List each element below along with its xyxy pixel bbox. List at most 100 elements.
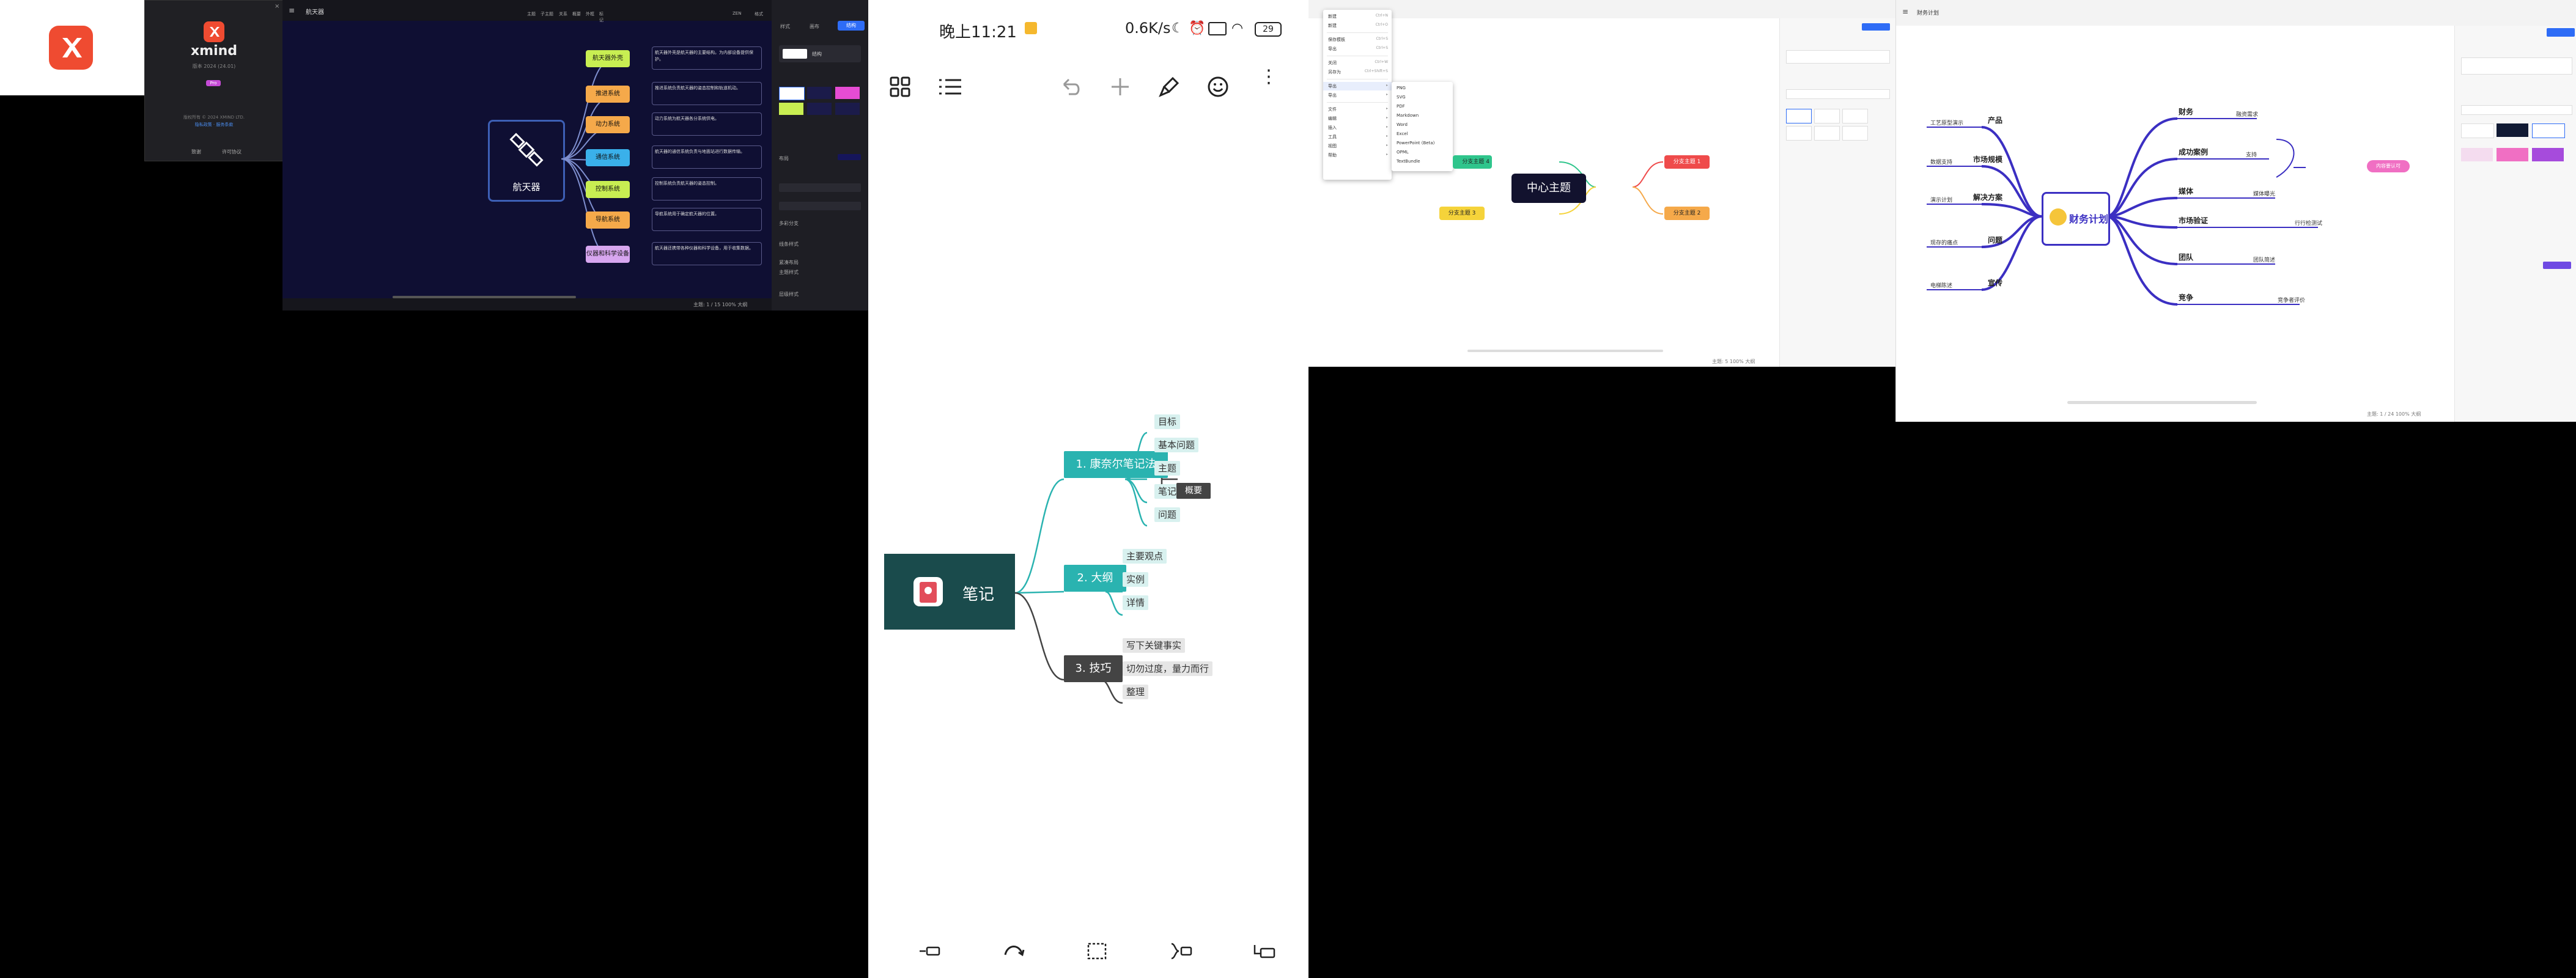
menu-icon[interactable]: ≡ [289, 6, 295, 15]
fin-swatch-4[interactable] [2461, 148, 2493, 161]
swatch-light-6[interactable] [1842, 126, 1868, 141]
finance-central-topic[interactable]: 财务计划 [2042, 192, 2110, 246]
toolbar-subtopic[interactable]: 子主题 [541, 12, 553, 17]
branch-topic[interactable]: 航天器外壳 [586, 50, 630, 67]
finance-right-topic[interactable]: 团队 [2179, 253, 2194, 262]
finance-right-subtopic[interactable]: 媒体曝光 [2253, 191, 2276, 197]
phone-subtopic[interactable]: 主要观点 [1123, 549, 1167, 564]
relationship-icon[interactable] [1002, 941, 1026, 961]
central-topic[interactable]: 航天器 [488, 120, 565, 202]
toolbar-zen[interactable]: ZEN [733, 11, 742, 16]
finance-color-theme[interactable] [2461, 105, 2572, 115]
menu-item[interactable]: 插入▸ [1323, 123, 1392, 132]
finance-right-topic[interactable]: 成功案例 [2179, 148, 2209, 156]
finance-right-subtopic[interactable]: 融资需求 [2236, 112, 2259, 118]
fin-swatch-2[interactable] [2497, 123, 2528, 137]
brush-icon[interactable] [1158, 76, 1180, 98]
swatch-light-2[interactable] [1814, 109, 1840, 123]
finance-left-subtopic[interactable]: 电梯陈述 [1930, 283, 1953, 289]
summary-icon[interactable] [1169, 941, 1194, 961]
finance-menu-icon[interactable]: ≡ [1902, 7, 1909, 16]
privacy-link[interactable]: 隐私政策 · 服务条款 [194, 122, 234, 127]
phone-subtopic[interactable]: 问题 [1154, 507, 1181, 522]
finance-right-topic[interactable]: 财务 [2179, 108, 2194, 116]
phone-branch-topic[interactable]: 3. 技巧 [1064, 655, 1123, 682]
finance-right-topic[interactable]: 竞争 [2179, 293, 2194, 302]
grid-icon[interactable] [889, 76, 911, 98]
emoji-icon[interactable] [1207, 76, 1229, 98]
swatch-5[interactable] [807, 103, 832, 115]
summary-topic[interactable]: 概要 [1176, 483, 1211, 499]
horizontal-scrollbar[interactable] [393, 296, 576, 298]
toolbar-relationship[interactable]: 关系 [559, 12, 567, 17]
finance-right-subtopic[interactable]: 行行检测试 [2295, 221, 2323, 227]
toolbar-marker[interactable]: 标记 [599, 12, 603, 23]
swatch-light-3[interactable] [1842, 109, 1868, 123]
toolbar-boundary[interactable]: 外框 [586, 12, 594, 17]
phone-subtopic[interactable]: 整理 [1123, 685, 1149, 699]
swatch-light-1[interactable] [1786, 109, 1812, 123]
phone-subtopic[interactable]: 实例 [1123, 572, 1149, 587]
fin-swatch-1[interactable] [2461, 123, 2494, 138]
phone-subtopic[interactable]: 写下关键事实 [1123, 638, 1186, 653]
finance-left-subtopic[interactable]: 演示计划 [1930, 197, 1953, 204]
finance-right-topic[interactable]: 媒体 [2179, 187, 2194, 196]
phone-branch-topic[interactable]: 2. 大纲 [1064, 565, 1126, 592]
branch-topic[interactable]: 动力系统 [586, 116, 630, 133]
export-menu-item[interactable]: OPML [1397, 150, 1409, 155]
export-menu-item[interactable]: Word [1397, 122, 1408, 127]
menu-item[interactable]: 视图▸ [1323, 142, 1392, 150]
checkbox-theme[interactable]: 主题样式 [779, 270, 799, 275]
license-link[interactable]: 许可协议 [222, 149, 242, 155]
boundary-icon[interactable] [1086, 941, 1108, 961]
branch-topic[interactable]: 仪器和科学设备 [586, 246, 630, 263]
insert-parent-icon[interactable] [1252, 941, 1277, 961]
branch-topic[interactable]: 推进系统 [586, 86, 630, 103]
add-icon[interactable] [1109, 76, 1131, 98]
finance-left-topic[interactable]: 问题 [1987, 236, 2002, 244]
fin-swatch-3[interactable] [2532, 123, 2565, 138]
font-select[interactable] [779, 183, 861, 192]
finance-right-subtopic[interactable]: 竞争者评价 [2278, 298, 2306, 304]
phone-central-topic[interactable]: 笔记 [884, 554, 1015, 630]
finance-right-topic[interactable]: 市场验证 [2179, 216, 2209, 225]
swatch-3[interactable] [835, 87, 860, 99]
branch-topic-3[interactable]: 分支主题 3 [1439, 207, 1485, 220]
menu-item[interactable]: 编辑▸ [1323, 114, 1392, 123]
swatch-1[interactable] [779, 87, 805, 100]
phone-subtopic[interactable]: 主题 [1154, 461, 1181, 476]
finance-right-subtopic[interactable]: 支持 [2246, 152, 2257, 158]
finance-left-topic[interactable]: 解决方案 [1973, 193, 2002, 202]
line-select[interactable] [779, 202, 861, 210]
finance-left-subtopic[interactable]: 数据支持 [1930, 160, 1953, 166]
color-theme-select[interactable] [1786, 89, 1890, 99]
structure-select-light[interactable] [1786, 50, 1890, 64]
undo-icon[interactable] [1060, 76, 1082, 98]
menu-item[interactable]: 导出▸ [1323, 82, 1392, 90]
export-menu-item[interactable]: Excel [1397, 131, 1408, 136]
menu-item[interactable]: 文件▸ [1323, 105, 1392, 114]
fin-swatch-6[interactable] [2532, 148, 2564, 161]
branch-topic[interactable]: 控制系统 [586, 181, 630, 198]
finance-left-subtopic[interactable]: 现存的痛点 [1930, 240, 1958, 246]
finance-left-topic[interactable]: 宣传 [1987, 279, 2002, 287]
export-menu-item[interactable]: PowerPoint (Beta) [1397, 141, 1435, 145]
toolbar-summary[interactable]: 概要 [572, 12, 581, 17]
export-menu-item[interactable]: PDF [1397, 104, 1405, 109]
swatch-6[interactable] [835, 103, 860, 115]
outline-icon[interactable] [938, 76, 962, 98]
credits-link[interactable]: 致谢 [191, 149, 201, 155]
branch-topic-2[interactable]: 分支主题 2 [1664, 207, 1710, 220]
swatch-light-4[interactable] [1786, 126, 1812, 141]
export-menu-item[interactable]: Markdown [1397, 113, 1419, 118]
phone-subtopic[interactable]: 切勿过度，量力而行 [1123, 661, 1213, 676]
phone-branch-topic[interactable]: 1. 康奈尔笔记法 [1064, 451, 1168, 478]
floating-topic[interactable]: 内容要认可 [2367, 160, 2410, 172]
insert-before-icon[interactable] [917, 941, 942, 961]
toolbar-format[interactable]: 格式 [755, 12, 763, 17]
close-icon[interactable]: × [275, 3, 280, 10]
